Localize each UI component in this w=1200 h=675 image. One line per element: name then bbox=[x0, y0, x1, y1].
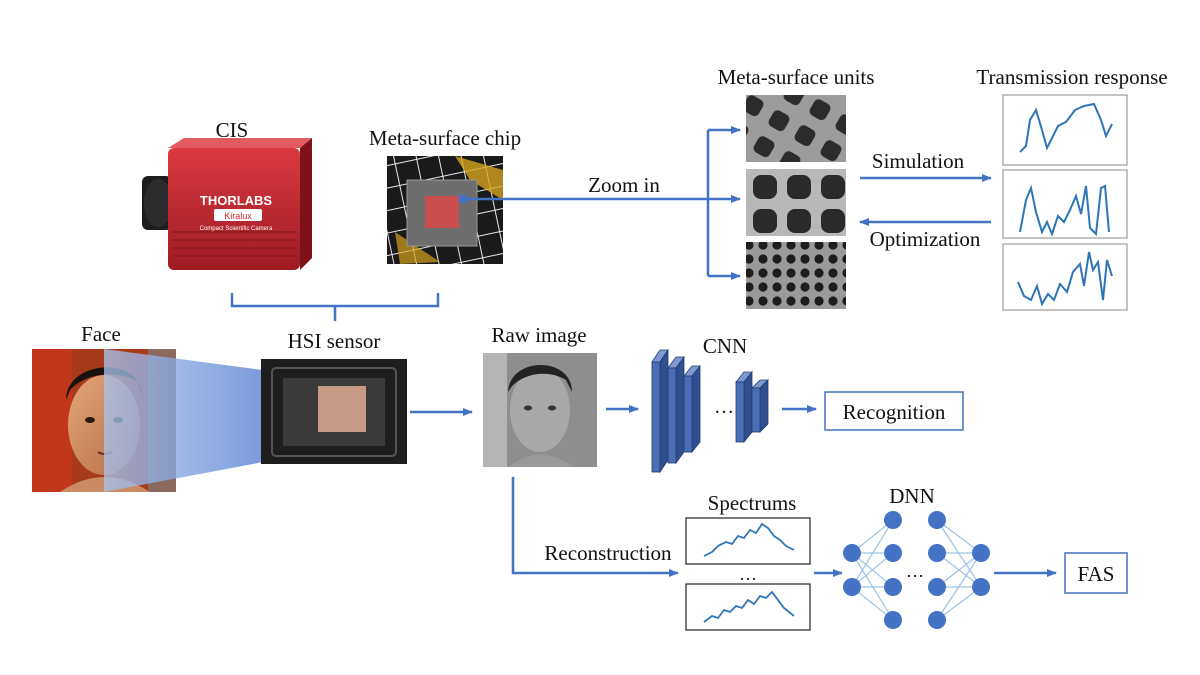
meta-surface-chip-image bbox=[387, 156, 503, 264]
transmission-plot-1 bbox=[1002, 94, 1128, 166]
fas-label: FAS bbox=[1078, 562, 1115, 586]
unit-cell-1 bbox=[746, 95, 846, 162]
zoom-arrows bbox=[458, 126, 741, 280]
spectrum-plot-2 bbox=[685, 583, 811, 631]
dnn-label: DNN bbox=[889, 484, 935, 508]
hsi-sensor-image bbox=[261, 359, 407, 464]
raw-image bbox=[483, 353, 597, 467]
unit-cell-2 bbox=[746, 169, 846, 236]
camera-model: Kiralux bbox=[224, 211, 252, 221]
dnn-nodes bbox=[843, 511, 990, 629]
transmission-plot-3 bbox=[1002, 243, 1128, 311]
camera-caption: Compact Scientific Camera bbox=[200, 226, 273, 232]
transmission-label: Transmission response bbox=[976, 65, 1167, 89]
optimization-label: Optimization bbox=[870, 227, 981, 251]
reconstruction-arrow bbox=[511, 477, 679, 577]
cnn-blocks bbox=[651, 348, 769, 474]
hsi-label: HSI sensor bbox=[288, 329, 381, 353]
transmission-plot-2 bbox=[1002, 169, 1128, 239]
transmission-plots bbox=[1002, 94, 1128, 311]
chip-label: Meta-surface chip bbox=[369, 126, 521, 150]
reconstruction-label: Reconstruction bbox=[544, 541, 672, 565]
unit-cell-3 bbox=[746, 242, 846, 309]
spectrum-plots: … bbox=[685, 517, 811, 631]
cnn-ellipsis: … bbox=[714, 396, 734, 418]
meta-surface-units bbox=[746, 95, 846, 309]
combine-bracket bbox=[230, 293, 440, 321]
simulation-label: Simulation bbox=[872, 149, 965, 173]
fas-box bbox=[1064, 552, 1128, 594]
recognition-label: Recognition bbox=[843, 400, 946, 424]
zoom-label: Zoom in bbox=[588, 173, 660, 197]
spectrum-ellipsis: … bbox=[739, 564, 757, 584]
recognition-box bbox=[824, 391, 964, 431]
units-label: Meta-surface units bbox=[718, 65, 875, 89]
dnn-ellipsis: … bbox=[906, 561, 924, 581]
raw-label: Raw image bbox=[491, 323, 586, 347]
face-label: Face bbox=[81, 322, 121, 346]
cis-camera-image: THORLABS Kiralux Compact Scientific Came… bbox=[142, 138, 312, 270]
spectrums-label: Spectrums bbox=[708, 491, 797, 515]
camera-brand: THORLABS bbox=[200, 193, 273, 208]
cnn-label: CNN bbox=[703, 334, 747, 358]
spectrum-plot-1 bbox=[685, 517, 811, 565]
